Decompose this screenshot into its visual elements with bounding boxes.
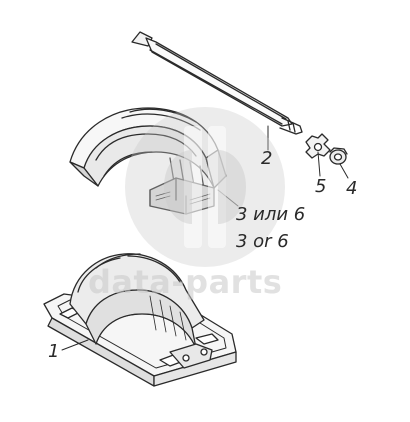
label-part-4: 4: [346, 178, 358, 199]
label-part-3-en: 3 or 6: [236, 231, 289, 252]
leader-part-5: [317, 151, 321, 177]
leader-part-1: [61, 339, 89, 351]
leader-part-4: [339, 163, 349, 179]
label-part-3-ru: 3 или 6: [236, 204, 306, 225]
label-part-2: 2: [261, 148, 273, 169]
watermark-text: data-parts: [88, 263, 283, 301]
nut-part-4: [329, 147, 348, 165]
label-part-5: 5: [315, 176, 327, 197]
label-part-1: 1: [48, 341, 60, 362]
bracket-part-1: [43, 253, 237, 387]
strap-part-2: [131, 31, 303, 135]
dp-logo-icon: [125, 107, 285, 267]
washer-part-5: [305, 133, 331, 159]
